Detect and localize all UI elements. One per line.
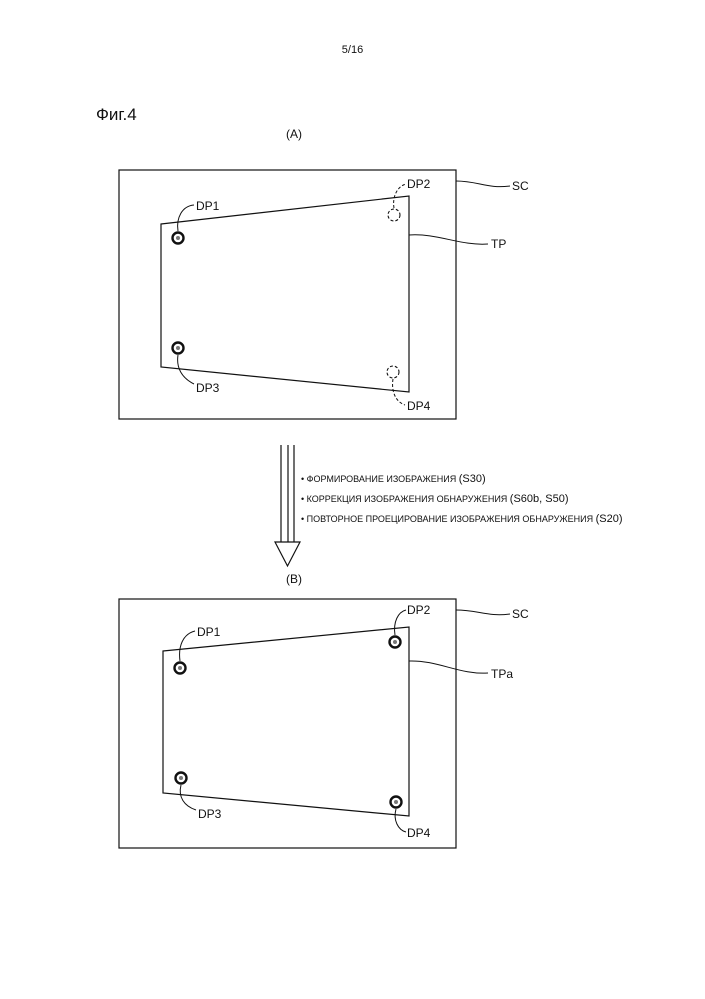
panel-b-dp3-label: DP3 <box>198 807 222 821</box>
panel-b-dp3-marker <box>176 773 187 784</box>
panel-b-image-quad <box>163 627 409 816</box>
panel-b-dp2-leader <box>395 610 406 635</box>
process-steps: • ФОРМИРОВАНИЕ ИЗОБРАЖЕНИЯ (S30) • КОРРЕ… <box>301 473 623 525</box>
panel-b-dp1-label: DP1 <box>197 625 221 639</box>
panel-b-label: (B) <box>286 572 302 586</box>
panel-a-image-label: TP <box>491 237 506 251</box>
panel-a-image-leader <box>409 235 488 244</box>
panel-a-dp4-label: DP4 <box>407 399 431 413</box>
panel-b-dp2-label: DP2 <box>407 603 431 617</box>
panel-b-dp4-marker <box>391 797 402 808</box>
panel-b-screen-label: SC <box>512 607 529 621</box>
panel-b-screen-rect <box>119 599 456 848</box>
panel-b-screen-leader <box>456 610 510 615</box>
panel-b-dp2-marker <box>390 637 401 648</box>
panel-b-dp3-leader <box>180 785 196 810</box>
process-step-1: • ФОРМИРОВАНИЕ ИЗОБРАЖЕНИЯ (S30) <box>301 473 486 485</box>
panel-b-image-label: TPa <box>491 667 513 681</box>
panel-b-dp4-label: DP4 <box>407 826 431 840</box>
process-step-3: • ПОВТОРНОЕ ПРОЕЦИРОВАНИЕ ИЗОБРАЖЕНИЯ ОБ… <box>301 513 623 525</box>
panel-b-image-leader <box>409 661 488 673</box>
panel-a-dp2-marker <box>388 209 400 221</box>
panel-b-dp1-leader <box>180 631 195 661</box>
panel-a-screen-leader <box>456 181 510 187</box>
panel-b-dp1-marker <box>175 663 186 674</box>
panel-a-label: (A) <box>286 127 302 141</box>
panel-a-dp3-label: DP3 <box>196 381 220 395</box>
panel-b-dp4-leader <box>395 809 406 832</box>
panel-a-dp1-marker <box>173 233 184 244</box>
panel-a-image-quad <box>161 196 409 392</box>
panel-a-screen-label: SC <box>512 179 529 193</box>
panel-a-dp1-label: DP1 <box>196 199 220 213</box>
panel-a-screen-rect <box>119 170 456 419</box>
panel-a-dp3-marker <box>173 343 184 354</box>
process-arrow <box>275 445 300 566</box>
process-step-2: • КОРРЕКЦИЯ ИЗОБРАЖЕНИЯ ОБНАРУЖЕНИЯ (S60… <box>301 493 569 505</box>
panel-a-dp2-label: DP2 <box>407 177 431 191</box>
panel-a-dp4-marker <box>387 366 399 378</box>
panel-a-dp1-leader <box>178 205 194 231</box>
